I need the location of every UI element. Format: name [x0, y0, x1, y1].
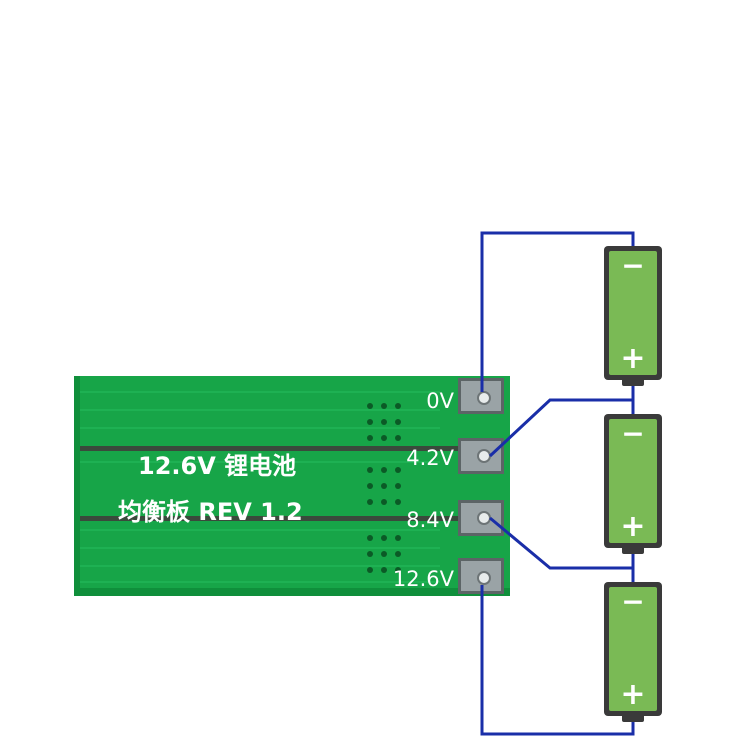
board-title-line1: 12.6V 锂电池	[138, 452, 296, 480]
wiring	[480, 231, 635, 736]
battery-3-positive: +	[620, 677, 645, 712]
pin-label-4v2: 4.2V	[406, 446, 454, 470]
battery-2-positive: +	[620, 509, 645, 544]
pcb-board: 12.6V 锂电池 均衡板 REV 1.2 0V 4.2V 8.4V 12.6V	[74, 376, 510, 596]
pcb-edge-bottom	[74, 588, 510, 596]
pcb-body	[74, 376, 510, 596]
wire-0v	[480, 231, 635, 392]
pcb-traces	[80, 391, 440, 583]
pin-label-8v4: 8.4V	[406, 508, 454, 532]
via-grid-top	[367, 403, 401, 441]
battery-cell-1: − +	[604, 246, 662, 386]
terminal-4v2	[458, 438, 504, 474]
pcb-edge-left	[74, 376, 80, 596]
terminal-8v4	[458, 500, 504, 536]
battery-1-negative: −	[621, 249, 644, 282]
terminal-12v6	[458, 558, 504, 594]
pin-label-0v: 0V	[426, 389, 454, 413]
wire-4v2	[488, 385, 635, 458]
board-title-line2: 均衡板 REV 1.2	[118, 498, 303, 526]
battery-1-positive: +	[620, 341, 645, 376]
pcb-groove-2	[80, 516, 462, 521]
pin-label-12v6: 12.6V	[393, 567, 455, 591]
wire-12v6	[480, 585, 635, 736]
battery-cell-2: − +	[604, 414, 662, 554]
battery-3-negative: −	[621, 585, 644, 618]
battery-2-negative: −	[621, 417, 644, 450]
via-grid-bottom	[367, 535, 401, 573]
terminal-0v	[458, 378, 504, 414]
battery-cell-3: − +	[604, 582, 662, 722]
wire-8v4	[489, 516, 635, 570]
via-grid-middle	[367, 467, 401, 505]
pcb-groove-1	[80, 446, 462, 451]
